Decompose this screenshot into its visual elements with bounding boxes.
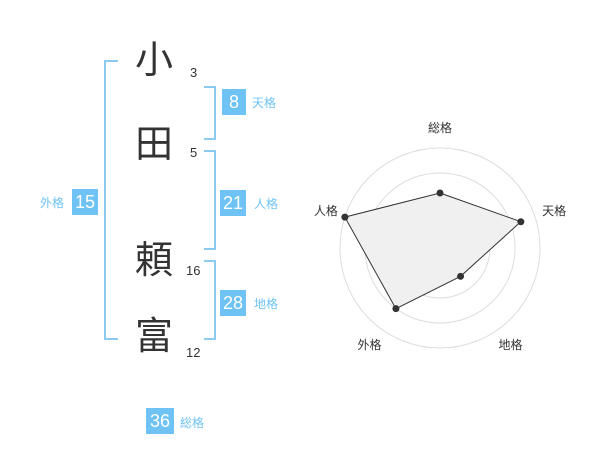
soukaku-label: 総格 [180,416,205,430]
name-char-1: 小 [134,38,173,82]
jinkaku-label: 人格 [254,197,279,211]
radar-axis-label-0: 総格 [428,120,452,135]
chikaku-bracket [204,260,216,340]
soukaku-value: 36 [146,408,174,434]
name-char-2: 田 [134,122,173,166]
radar-axis-label-2: 地格 [499,337,523,352]
gaikaku-label: 外格 [40,196,65,210]
stroke-count-3: 16 [186,263,201,278]
gaikaku-value: 15 [72,189,98,215]
radar-axis-label-4: 人格 [314,203,338,218]
stroke-count-4: 12 [186,345,201,360]
tenkaku-bracket [204,86,216,140]
gaikaku-bracket [104,60,118,340]
radar-point-1 [517,218,525,226]
jinkaku-value: 21 [220,190,246,216]
name-char-4: 富 [134,314,173,358]
radar-axis-label-1: 天格 [542,203,566,218]
chikaku-value: 28 [220,290,246,316]
name-char-3: 頼 [134,238,173,282]
radar-points [341,189,525,313]
chikaku-label: 地格 [254,297,279,311]
stroke-count-2: 5 [190,145,198,160]
radar-point-2 [457,272,465,280]
radar-point-3 [392,305,400,313]
tenkaku-value: 8 [222,89,246,115]
tenkaku-label: 天格 [252,96,277,110]
radar-point-0 [436,189,444,197]
radar-axis-label-3: 外格 [357,337,381,352]
radar-ring-4 [339,147,541,349]
radar-point-4 [341,213,349,221]
jinkaku-bracket [204,150,216,250]
radar-data-polygon [344,192,522,310]
stroke-count-1: 3 [190,65,198,80]
